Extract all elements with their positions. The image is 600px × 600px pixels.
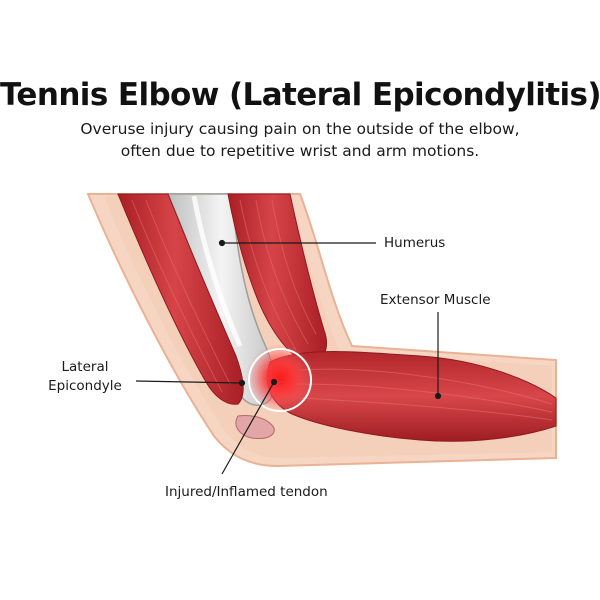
pointer-lines	[135, 239, 442, 475]
label-humerus: Humerus	[384, 235, 446, 251]
humerus-highlight	[191, 195, 243, 347]
subtitle-line-2: often due to repetitive wrist and arm mo…	[120, 142, 480, 160]
label-lateral-line-1: Lateral	[61, 359, 109, 375]
muscle-fibers-forearm	[295, 368, 553, 421]
subtitle-line-1: Overuse injury causing pain on the outsi…	[80, 120, 520, 138]
page-title: Tennis Elbow (Lateral Epicondylitis)	[0, 77, 600, 113]
upper-arm-muscle-left	[117, 193, 244, 405]
label-injured-tendon: Injured/Inflamed tendon	[165, 484, 328, 500]
muscle-fibers-upper	[131, 199, 317, 393]
label-lateral-epicondyle: Lateral Epicondyle	[40, 358, 130, 396]
extensor-muscle	[266, 351, 557, 442]
inflammation-circle	[248, 348, 312, 412]
label-extensor-muscle: Extensor Muscle	[380, 292, 491, 308]
subtitle: Overuse injury causing pain on the outsi…	[0, 118, 600, 162]
label-lateral-line-2: Epicondyle	[48, 378, 122, 394]
inflammation-glow	[246, 344, 314, 412]
